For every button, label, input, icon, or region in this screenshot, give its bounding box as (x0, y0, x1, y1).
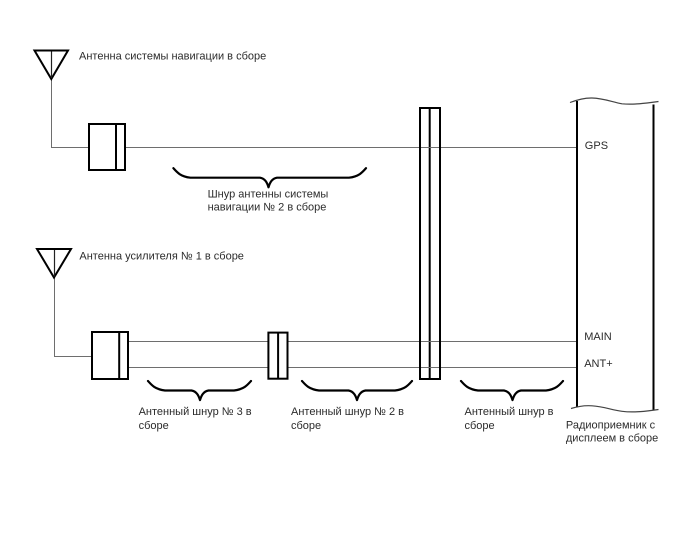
svg-text:сборе: сборе (139, 420, 169, 432)
svg-text:Антенный шнур в: Антенный шнур в (465, 406, 554, 418)
svg-text:Шнур антенны системы: Шнур антенны системы (208, 188, 329, 200)
svg-text:Антенна усилителя № 1 в сборе: Антенна усилителя № 1 в сборе (79, 251, 244, 263)
svg-text:Антенный шнур № 2 в: Антенный шнур № 2 в (291, 406, 404, 418)
svg-text:дисплеем в сборе: дисплеем в сборе (566, 433, 658, 445)
svg-text:Радиоприемник с: Радиоприемник с (566, 419, 656, 431)
svg-text:сборе: сборе (291, 420, 321, 432)
svg-text:сборе: сборе (465, 420, 495, 432)
svg-text:навигации № 2 в сборе: навигации № 2 в сборе (208, 202, 327, 214)
svg-text:Антенна системы навигации в сб: Антенна системы навигации в сборе (79, 51, 266, 63)
svg-text:ANT+: ANT+ (584, 358, 612, 370)
svg-text:GPS: GPS (585, 140, 608, 152)
svg-text:MAIN: MAIN (584, 331, 612, 343)
svg-text:Антенный шнур № 3 в: Антенный шнур № 3 в (139, 406, 252, 418)
